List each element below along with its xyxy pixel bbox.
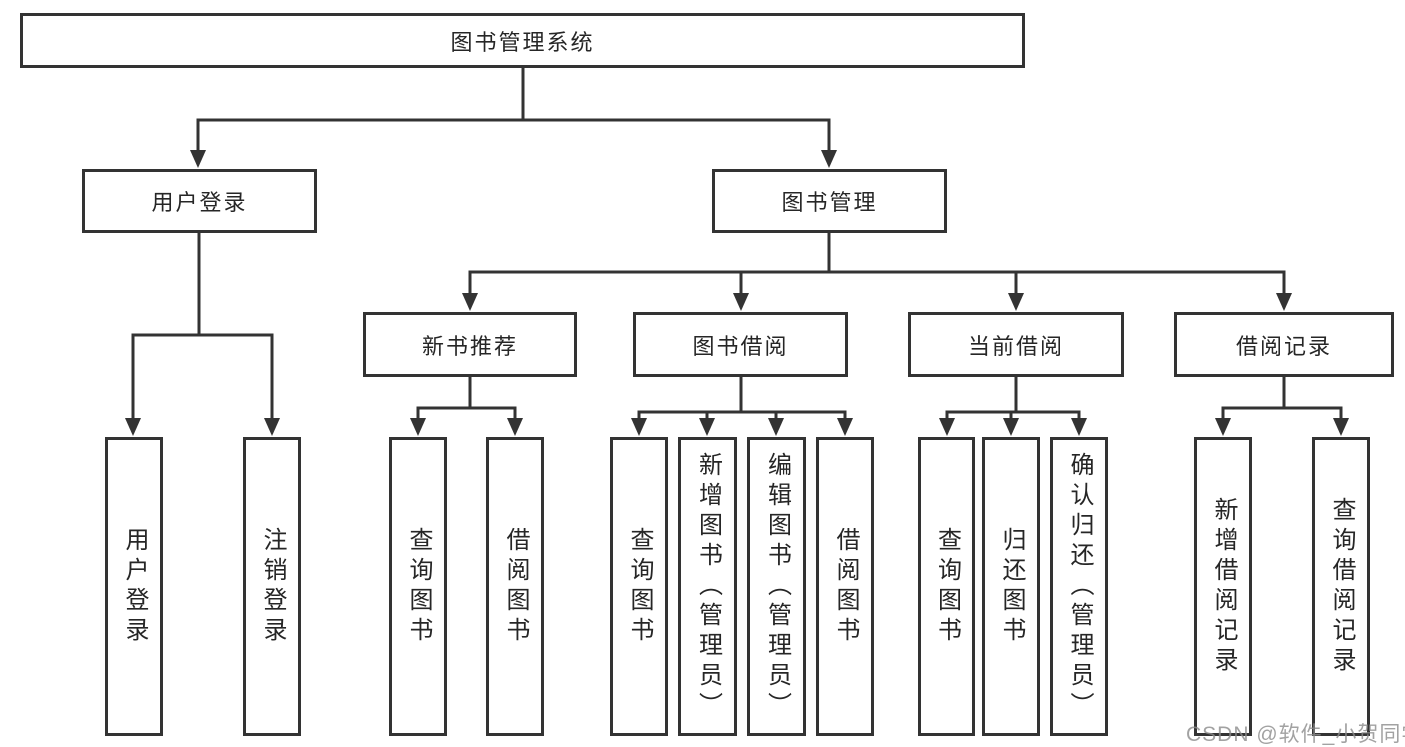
leaf-add-borrow-record: 新增借阅记录 — [1194, 437, 1252, 736]
leaf-recommend-borrow-book: 借阅图书 — [486, 437, 544, 736]
leaf-add-borrow-record-label: 新增借阅记录 — [1210, 496, 1237, 677]
leaf-edit-book-admin: 编辑图书（管理员） — [747, 437, 806, 736]
leaf-return-book: 归还图书 — [982, 437, 1040, 736]
node-new-book-recommend: 新书推荐 — [363, 312, 577, 377]
leaf-recommend-query-book-label: 查询图书 — [405, 526, 432, 647]
leaf-add-book-admin-label: 新增图书（管理员） — [694, 451, 722, 722]
node-book-borrowing: 图书借阅 — [633, 312, 848, 377]
leaf-logout: 注销登录 — [243, 437, 301, 736]
leaf-borrowing-query-book-label: 查询图书 — [626, 526, 653, 647]
node-book-management: 图书管理 — [712, 169, 947, 233]
leaf-user-login-label: 用户登录 — [121, 526, 148, 647]
node-root-library-management-system: 图书管理系统 — [20, 13, 1025, 68]
leaf-user-login: 用户登录 — [105, 437, 163, 736]
csdn-watermark: CSDN @软件_小贺同学 — [1186, 723, 1405, 746]
leaf-add-book-admin: 新增图书（管理员） — [678, 437, 737, 736]
leaf-confirm-return-admin: 确认归还（管理员） — [1050, 437, 1108, 736]
leaf-recommend-query-book: 查询图书 — [389, 437, 447, 736]
node-user-login: 用户登录 — [82, 169, 317, 233]
leaf-query-borrow-record: 查询借阅记录 — [1312, 437, 1370, 736]
leaf-edit-book-admin-label: 编辑图书（管理员） — [763, 451, 791, 722]
leaf-recommend-borrow-book-label: 借阅图书 — [502, 526, 529, 647]
leaf-query-borrow-record-label: 查询借阅记录 — [1328, 496, 1355, 677]
leaf-borrowing-borrow-book: 借阅图书 — [816, 437, 874, 736]
leaf-borrowing-query-book: 查询图书 — [610, 437, 668, 736]
node-borrowing-records: 借阅记录 — [1174, 312, 1394, 377]
leaf-current-query-book-label: 查询图书 — [933, 526, 961, 647]
leaf-current-query-book: 查询图书 — [918, 437, 975, 736]
node-current-borrowing: 当前借阅 — [908, 312, 1124, 377]
leaf-borrowing-borrow-book-label: 借阅图书 — [832, 526, 859, 647]
leaf-return-book-label: 归还图书 — [998, 526, 1025, 647]
leaf-confirm-return-admin-label: 确认归还（管理员） — [1066, 451, 1093, 722]
leaf-logout-label: 注销登录 — [259, 526, 286, 647]
